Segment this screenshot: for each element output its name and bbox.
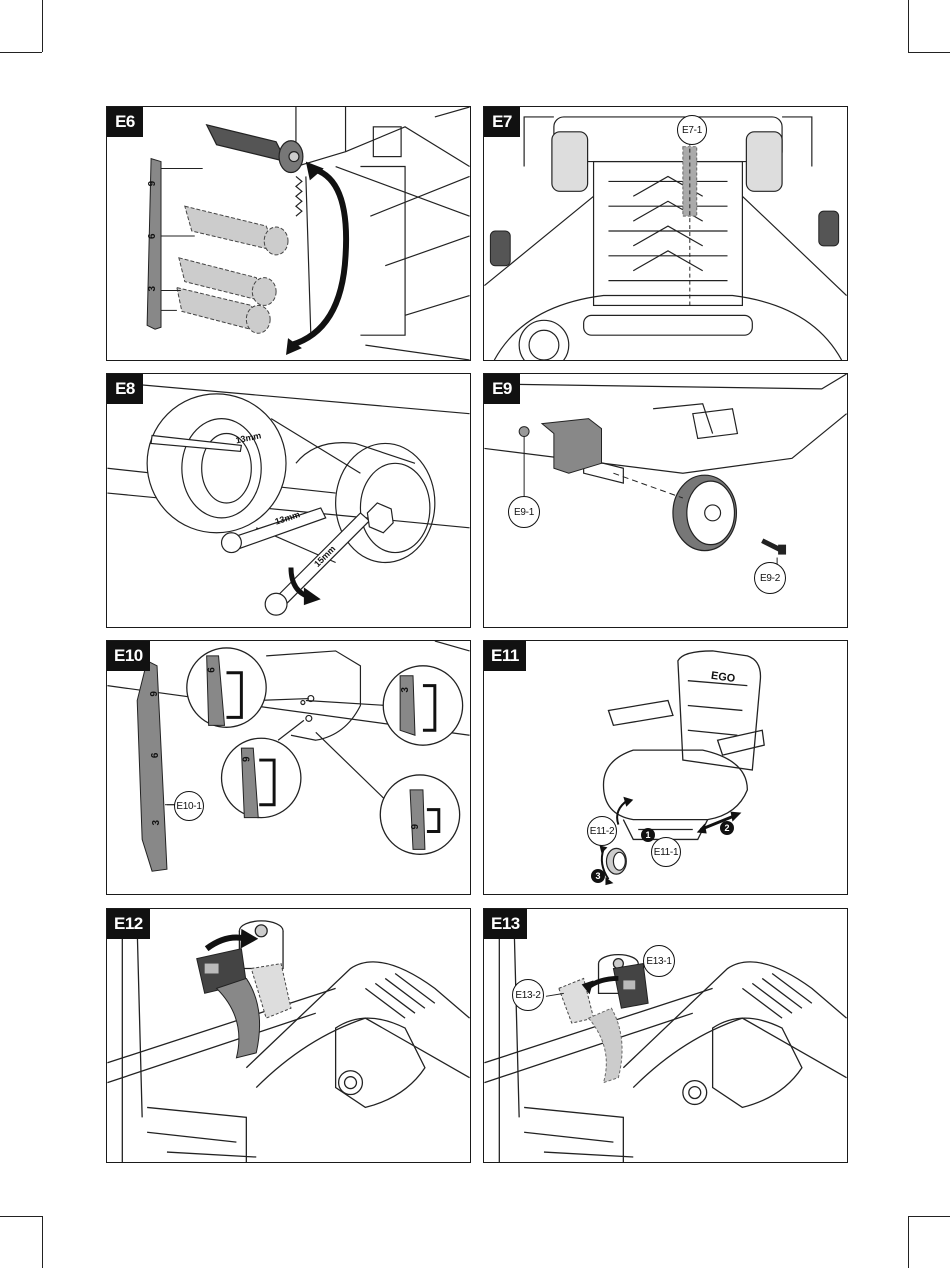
- crop-mark: [908, 0, 909, 52]
- panel-tag: E12: [107, 909, 150, 939]
- panel-e13: E13 E13-1 E13-2: [483, 908, 848, 1163]
- callout-e10-1: E10-1: [174, 791, 204, 821]
- e6-scale-labels: 9 6 3: [147, 180, 158, 291]
- crop-mark: [0, 1216, 42, 1217]
- panel-e9: E9 E9-1 E9-2: [483, 373, 848, 628]
- panel-e12: E12: [106, 908, 471, 1163]
- panel-tag: E7: [484, 107, 520, 137]
- panel-tag: E9: [484, 374, 520, 404]
- callout-e13-1: E13-1: [643, 945, 675, 977]
- callout-e13-2: E13-2: [512, 979, 544, 1011]
- detail-mark: 9: [410, 824, 421, 830]
- wheel-wrench-illustration: 13mm 13mm 15mm: [107, 381, 470, 616]
- step-number-3: 3: [591, 869, 605, 883]
- detail-mark: 6: [207, 667, 218, 673]
- scale-mark: 3: [151, 820, 162, 826]
- panel-tag: E13: [484, 909, 527, 939]
- lever-height-illustration: 9 6 3: [146, 107, 470, 360]
- detail-mark: 3: [400, 687, 411, 693]
- panel-tag: E6: [107, 107, 143, 137]
- panel-e10: 9 6 3 6 3 9 9 E10 E10-1: [106, 640, 471, 895]
- deck-height-illustration: 9 6 3 6 3 9 9: [107, 641, 470, 872]
- crop-mark: [908, 52, 950, 53]
- panel-tag: E11: [484, 641, 526, 671]
- panel-tag: E8: [107, 374, 143, 404]
- step-number-1: 1: [641, 828, 655, 842]
- scale-mark: 9: [147, 180, 158, 186]
- crop-mark: [908, 1216, 950, 1217]
- panel-tag: E10: [107, 641, 150, 671]
- callout-e9-2: E9-2: [754, 562, 786, 594]
- callout-e11-2: E11-2: [587, 816, 617, 846]
- seat-latch-release-illustration: [484, 924, 847, 1162]
- scale-mark: 6: [150, 752, 161, 758]
- panel-e11: EGO E11 E11-1 E11-2 1 2 3: [483, 640, 848, 895]
- step-number-2: 2: [720, 821, 734, 835]
- panel-e7: E7 E7-1: [483, 106, 848, 361]
- wheel-bracket-illustration: [484, 374, 847, 565]
- panel-e8: 13mm 13mm 15mm E8: [106, 373, 471, 628]
- crop-mark: [908, 1216, 909, 1268]
- mower-frame-illustration: [484, 116, 847, 360]
- detail-mark: 9: [241, 756, 252, 762]
- callout-e11-1: E11-1: [651, 837, 681, 867]
- brand-logo: EGO: [710, 670, 736, 685]
- crop-mark: [42, 0, 43, 52]
- seat-latch-illustration: [107, 920, 470, 1162]
- seat-adjust-illustration: EGO: [599, 650, 765, 886]
- panel-e6: 9 6 3 E6: [106, 106, 471, 361]
- crop-mark: [42, 1216, 43, 1268]
- scale-mark: 3: [147, 286, 158, 292]
- scale-mark: 6: [147, 233, 158, 239]
- callout-e9-1: E9-1: [508, 496, 540, 528]
- callout-e7-1: E7-1: [677, 115, 707, 145]
- crop-mark: [0, 52, 42, 53]
- scale-mark: 9: [149, 691, 160, 697]
